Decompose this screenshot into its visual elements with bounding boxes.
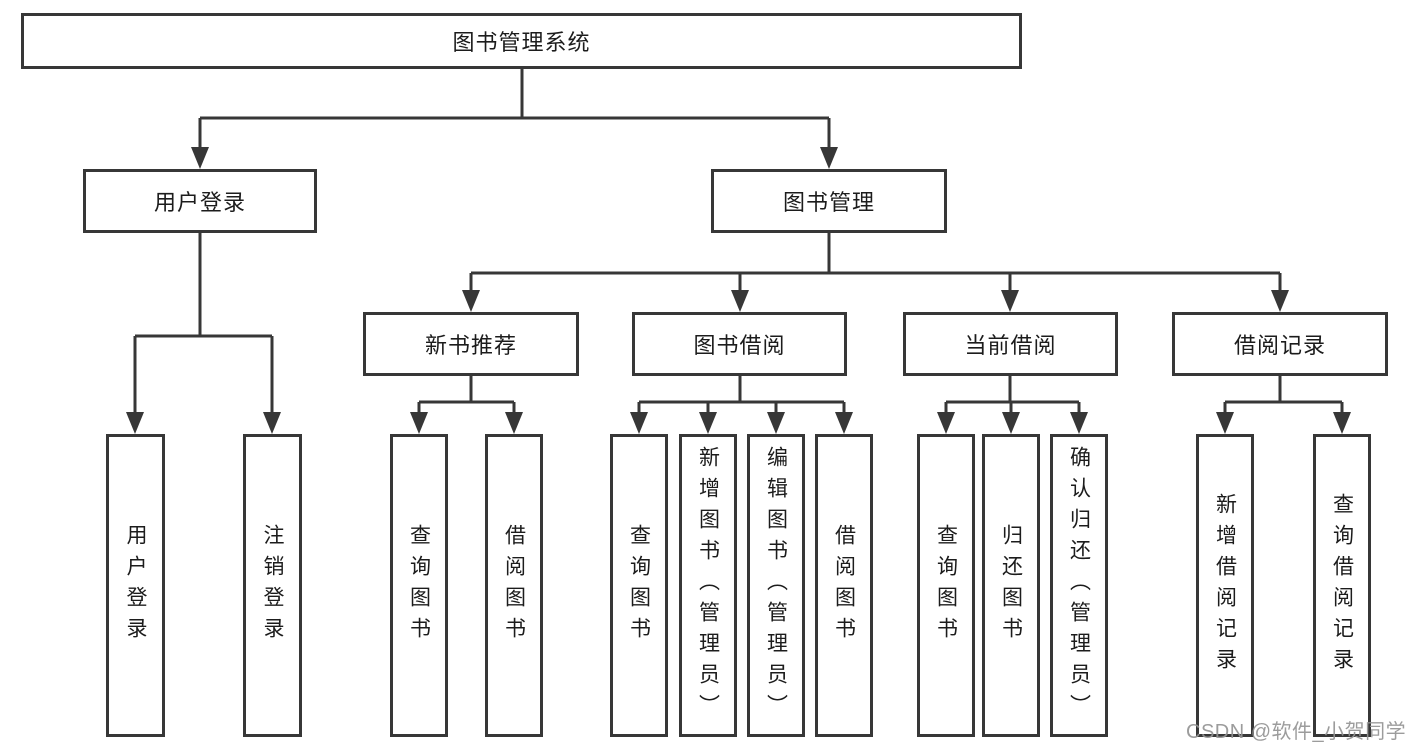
leaf-return-book-label: 归还图书	[999, 523, 1023, 648]
leaf-query-borrow-record: 查询借阅记录	[1313, 434, 1371, 737]
leaf-user-login: 用户登录	[106, 434, 165, 737]
leaf-borrow-query-book: 查询图书	[610, 434, 668, 737]
leaf-recommend-query-book-label: 查询图书	[407, 523, 431, 648]
node-new-book-recommend-label: 新书推荐	[424, 333, 517, 358]
leaf-recommend-borrow-book: 借阅图书	[485, 434, 543, 737]
leaf-add-book-admin: 新增图书（管理员）	[679, 434, 737, 737]
leaf-return-book: 归还图书	[982, 434, 1040, 737]
node-current-borrow: 当前借阅	[903, 312, 1118, 376]
node-root: 图书管理系统	[21, 13, 1022, 69]
arrow-icon	[410, 412, 428, 434]
arrow-icon	[1333, 412, 1351, 434]
arrow-icon	[505, 412, 523, 434]
node-book-management-label: 图书管理	[782, 190, 875, 215]
leaf-logout-login-label: 注销登录	[261, 523, 284, 648]
arrow-icon	[1070, 412, 1088, 434]
node-borrow-record: 借阅记录	[1172, 312, 1388, 376]
leaf-confirm-return-admin-label: 确认归还（管理员）	[1067, 446, 1091, 725]
leaf-borrow-borrow-book-label: 借阅图书	[832, 523, 856, 648]
leaf-edit-book-admin-label: 编辑图书（管理员）	[764, 446, 788, 725]
leaf-current-query-book: 查询图书	[917, 434, 975, 737]
leaf-add-borrow-record: 新增借阅记录	[1196, 434, 1254, 737]
arrow-icon	[126, 412, 144, 434]
node-book-management: 图书管理	[711, 169, 947, 233]
arrow-icon	[767, 412, 785, 434]
node-user-login: 用户登录	[83, 169, 317, 233]
leaf-logout-login: 注销登录	[243, 434, 302, 737]
leaf-recommend-borrow-book-label: 借阅图书	[502, 523, 526, 648]
leaf-user-login-label: 用户登录	[124, 523, 147, 648]
leaf-add-borrow-record-label: 新增借阅记录	[1213, 492, 1237, 679]
leaf-edit-book-admin: 编辑图书（管理员）	[747, 434, 805, 737]
node-current-borrow-label: 当前借阅	[964, 333, 1057, 358]
arrow-icon	[630, 412, 648, 434]
leaf-recommend-query-book: 查询图书	[390, 434, 448, 737]
arrow-icon	[1216, 412, 1234, 434]
arrow-icon	[462, 290, 480, 312]
arrow-icon	[731, 290, 749, 312]
node-book-borrow: 图书借阅	[632, 312, 847, 376]
leaf-borrow-borrow-book: 借阅图书	[815, 434, 873, 737]
arrow-icon	[1002, 412, 1020, 434]
leaf-add-book-admin-label: 新增图书（管理员）	[696, 446, 720, 725]
arrow-icon	[820, 147, 838, 169]
arrowheads	[126, 147, 1351, 434]
node-user-login-label: 用户登录	[153, 190, 246, 215]
node-borrow-record-label: 借阅记录	[1233, 333, 1326, 358]
arrow-icon	[1001, 290, 1019, 312]
leaf-confirm-return-admin: 确认归还（管理员）	[1050, 434, 1108, 737]
arrow-icon	[191, 147, 209, 169]
leaf-borrow-query-book-label: 查询图书	[627, 523, 651, 648]
arrow-icon	[699, 412, 717, 434]
csdn-watermark: CSDN @软件_小贺同学	[1186, 721, 1405, 743]
arrow-icon	[835, 412, 853, 434]
arrow-icon	[937, 412, 955, 434]
connector-stems	[133, 69, 1344, 419]
node-new-book-recommend: 新书推荐	[363, 312, 579, 376]
arrow-icon	[263, 412, 281, 434]
leaf-current-query-book-label: 查询图书	[934, 523, 958, 648]
arrow-icon	[1271, 290, 1289, 312]
leaf-query-borrow-record-label: 查询借阅记录	[1330, 492, 1354, 679]
node-root-label: 图书管理系统	[452, 30, 591, 55]
node-book-borrow-label: 图书借阅	[693, 333, 786, 358]
